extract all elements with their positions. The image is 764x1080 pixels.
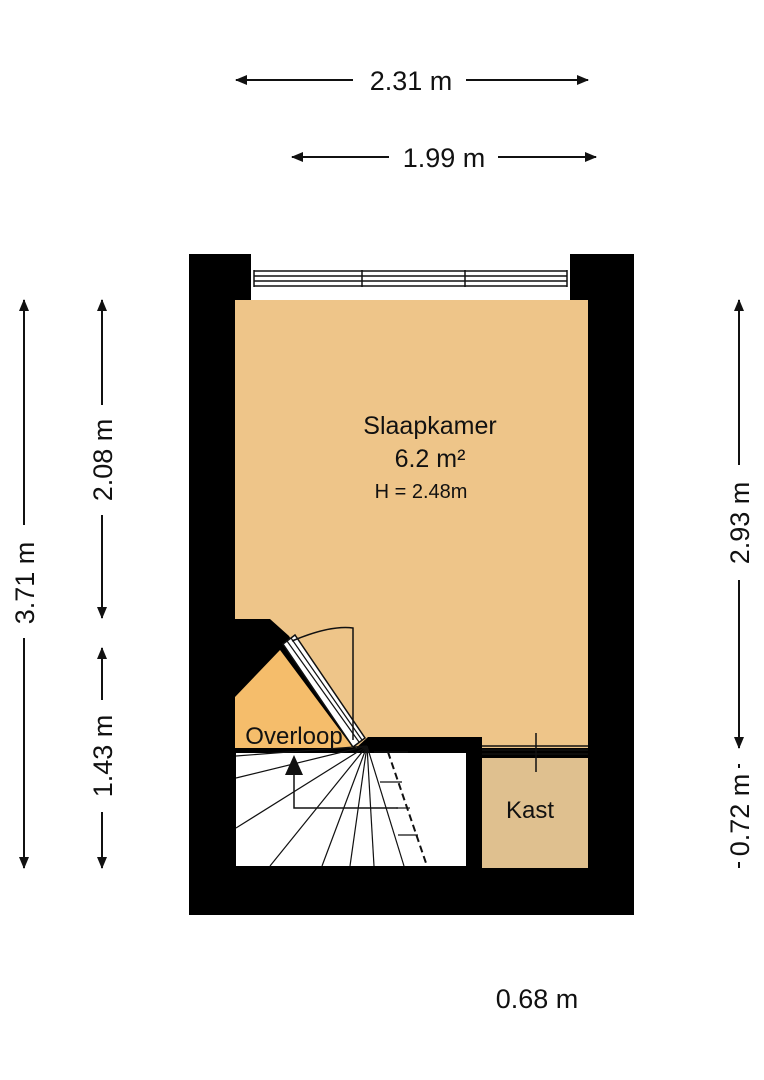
dimension-right-upper-label: 2.93 m [725, 482, 755, 565]
stair-treads [235, 745, 428, 867]
kast-room [482, 758, 588, 868]
kast-name: Kast [506, 797, 554, 824]
dimension-right-lower-label: 0.72 m [725, 774, 755, 857]
door [281, 626, 367, 749]
window-frame [253, 270, 568, 287]
dimension-top-outer: 2.31 m [235, 66, 589, 96]
window-opening [251, 254, 570, 300]
dimension-top-outer-label: 2.31 m [370, 66, 453, 96]
dimension-left-outer-label: 3.71 m [10, 542, 40, 625]
stair-direction-arrow [285, 755, 398, 809]
dimension-left-lower: 1.43 m [88, 647, 118, 869]
slaapkamer-name: Slaapkamer [363, 412, 496, 440]
overloop-room [235, 650, 353, 748]
slaapkamer-height: H = 2.48m [375, 481, 468, 503]
dimension-bottom-label: 0.68 m [496, 984, 579, 1014]
dimension-left-lower-label: 1.43 m [88, 715, 118, 798]
dimension-top-inner-label: 1.99 m [403, 143, 486, 173]
dimension-left-upper-label: 2.08 m [88, 419, 118, 502]
overloop-name: Overloop [245, 723, 342, 750]
dimension-left-upper: 2.08 m [88, 299, 118, 619]
kast-door [482, 733, 588, 772]
slaapkamer-room [235, 300, 588, 748]
dimension-right-lower: 0.72 m [725, 764, 755, 868]
dimension-top-inner: 1.99 m [291, 143, 597, 173]
dimension-right-upper: 2.93 m [725, 299, 755, 749]
stairs [236, 753, 466, 866]
dimension-left-outer: 3.71 m [10, 299, 40, 869]
slaapkamer-area: 6.2 m² [395, 445, 466, 473]
